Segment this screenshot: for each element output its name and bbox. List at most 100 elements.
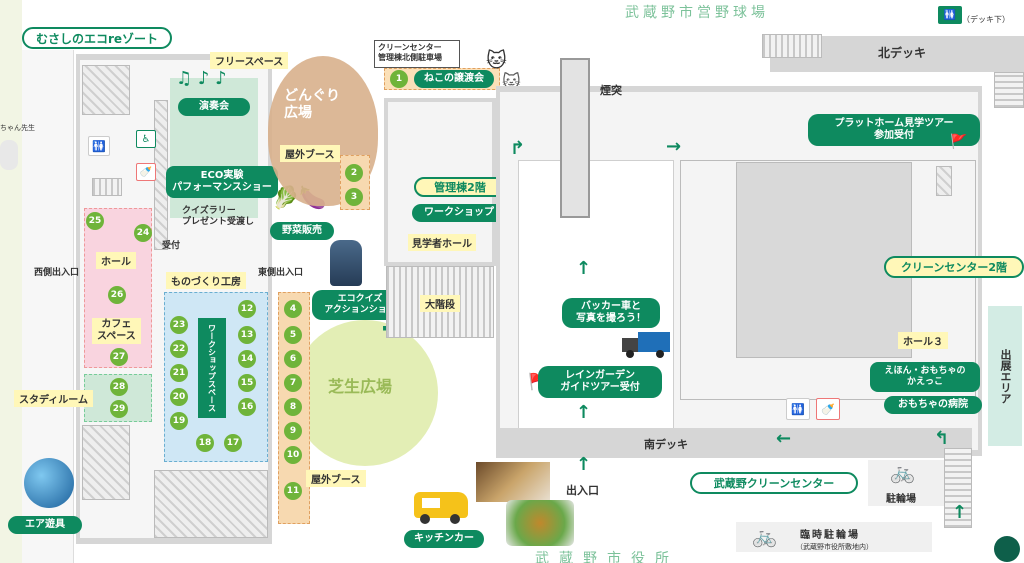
arrow-right-icon: ↱ bbox=[510, 138, 526, 159]
air-toy-label: エア遊具 bbox=[8, 516, 82, 534]
donguri-number: 2 bbox=[345, 164, 363, 182]
bicycle-icon: 🚲 bbox=[752, 524, 777, 548]
kitchen-car-label: キッチンカー bbox=[404, 530, 484, 548]
field-bottom-label: 武蔵野市役所 bbox=[535, 551, 679, 563]
arrow-up-icon: ↑ bbox=[952, 502, 968, 523]
hall-number: 26 bbox=[108, 286, 126, 304]
workshop-number: 23 bbox=[170, 316, 188, 334]
admin-2f-label: 管理棟2階 bbox=[414, 177, 506, 197]
cc-note-label: クリーンセンター 管理棟北側駐車場 bbox=[378, 43, 442, 62]
arrow-left-icon: ↰ bbox=[934, 428, 950, 449]
food-photo bbox=[506, 500, 574, 546]
exhibit-area: 出展エリア bbox=[988, 306, 1022, 446]
south-deck-label: 南デッキ bbox=[644, 438, 688, 451]
cat-icon: 🐱 bbox=[486, 48, 507, 72]
truck-icon bbox=[622, 332, 670, 358]
field-top-label: 武蔵野市営野球場 bbox=[625, 5, 769, 21]
study-number: 28 bbox=[110, 378, 128, 396]
visitor-hall-label: 見学者ホール bbox=[408, 234, 476, 251]
booth-number: 4 bbox=[284, 300, 302, 318]
toilet-icon: 🚻 bbox=[938, 6, 962, 24]
character-icon bbox=[0, 140, 18, 170]
workshop-number: 16 bbox=[238, 398, 256, 416]
workshop-number: 17 bbox=[224, 434, 242, 452]
hall3-label: ホール３ bbox=[898, 332, 948, 349]
site-title: むさしのエコreゾート bbox=[22, 27, 172, 49]
outdoor-booth-bottom-label: 屋外ブース bbox=[306, 470, 366, 487]
booth-number: 9 bbox=[284, 422, 302, 440]
booth-number: 7 bbox=[284, 374, 302, 392]
south-right-stairs bbox=[944, 448, 972, 528]
left-hatch-bottom bbox=[82, 425, 130, 500]
accessible-toilet-icon: ♿ bbox=[136, 130, 156, 148]
concert-label: 演奏会 bbox=[178, 98, 250, 116]
pit-area bbox=[736, 162, 912, 358]
hall-number: 25 bbox=[86, 212, 104, 230]
workshop-number: 20 bbox=[170, 388, 188, 406]
north-deck-label: 北デッキ bbox=[878, 46, 927, 60]
quiz-label: クイズラリー プレゼント受渡し bbox=[182, 206, 255, 228]
workshop-number: 13 bbox=[238, 326, 256, 344]
free-space-label: フリースペース bbox=[210, 52, 289, 69]
arrow-up-icon: ↑ bbox=[576, 454, 592, 475]
platform-tour-label: プラットホーム見学ツアー 参加受付 bbox=[808, 114, 980, 146]
monozukuri-label: ものづくり工房 bbox=[166, 272, 246, 289]
right-top-stairs bbox=[994, 72, 1024, 108]
temp-parking-label: 臨時駐輪場 bbox=[800, 530, 860, 541]
backhoe-label: バッカー車と 写真を撮ろう！ bbox=[562, 298, 660, 328]
left-hatch-top bbox=[82, 65, 130, 115]
donguri-label: どんぐり 広場 bbox=[284, 88, 340, 121]
booth-number: 11 bbox=[284, 482, 302, 500]
chimney-label: 煙突 bbox=[600, 84, 622, 97]
rain-garden-label: レインガーデン ガイドツアー受付 bbox=[538, 366, 662, 398]
study-label: スタディルーム bbox=[14, 390, 93, 407]
big-stairs-label: 大階段 bbox=[420, 295, 460, 312]
picture-book-label: えほん・おもちゃの かえっこ bbox=[870, 362, 980, 392]
cc-2f-label: クリーンセンター2階 bbox=[884, 256, 1024, 278]
vegetable-label: 野菜販売 bbox=[270, 222, 334, 240]
hall-label: ホール bbox=[96, 252, 136, 269]
reception-label: 受付 bbox=[162, 241, 181, 251]
side-character-label: ちゃん先生 bbox=[0, 124, 35, 132]
cafe-label: カフェ スペース bbox=[92, 318, 141, 344]
cafe-number: 27 bbox=[110, 348, 128, 366]
toilet-icon: 🚻 bbox=[88, 136, 110, 156]
musashino-cc-label: 武蔵野クリーンセンター bbox=[690, 472, 858, 494]
lawn-label: 芝生広場 bbox=[328, 377, 393, 396]
lawn-plaza bbox=[292, 320, 438, 466]
eco-show-label: ECO実験 パフォーマンスショー bbox=[166, 166, 278, 198]
workshop-number: 15 bbox=[238, 374, 256, 392]
west-exit-label: 西側出入口 bbox=[34, 268, 80, 278]
workshop-space-label: ワークショップスペース bbox=[207, 324, 217, 412]
outdoor-booth-top-label: 屋外ブース bbox=[280, 145, 340, 162]
workshop-number: 14 bbox=[238, 350, 256, 368]
cc-note-box bbox=[374, 40, 460, 68]
workshop-number: 22 bbox=[170, 340, 188, 358]
donguri-number: 3 bbox=[345, 188, 363, 206]
entrance-label: 出入口 bbox=[566, 484, 599, 497]
study-number: 29 bbox=[110, 400, 128, 418]
workshop-number: 21 bbox=[170, 364, 188, 382]
workshop-space-panel: ワークショップスペース bbox=[198, 318, 226, 418]
temp-parking-note: （武蔵野市役所敷地内） bbox=[796, 543, 873, 551]
arrow-right-icon: → bbox=[666, 136, 682, 157]
left-pathway bbox=[0, 0, 22, 563]
temp-parking-box bbox=[736, 522, 932, 552]
food-photo bbox=[476, 462, 550, 502]
bike-parking-label: 駐輪場 bbox=[886, 494, 916, 505]
left-stairs bbox=[92, 178, 122, 196]
south-deck bbox=[496, 428, 972, 458]
toy-hospital-label: おもちゃの病院 bbox=[884, 396, 982, 414]
stair-right bbox=[936, 166, 952, 196]
bear-icon bbox=[994, 536, 1020, 562]
arrow-up-icon: ↑ bbox=[576, 258, 592, 279]
booth-number: 10 bbox=[284, 446, 302, 464]
arrow-up-icon: ↑ bbox=[576, 402, 592, 423]
workshop-label: ワークショップ bbox=[412, 204, 506, 222]
exhibit-area-label: 出展エリア bbox=[999, 348, 1012, 404]
chimney bbox=[560, 58, 590, 218]
booth-number: 8 bbox=[284, 398, 302, 416]
toilet-icon: 🚻 bbox=[786, 398, 810, 420]
bike-parking-box bbox=[868, 460, 944, 506]
baby-room-icon: 🍼 bbox=[136, 163, 156, 181]
